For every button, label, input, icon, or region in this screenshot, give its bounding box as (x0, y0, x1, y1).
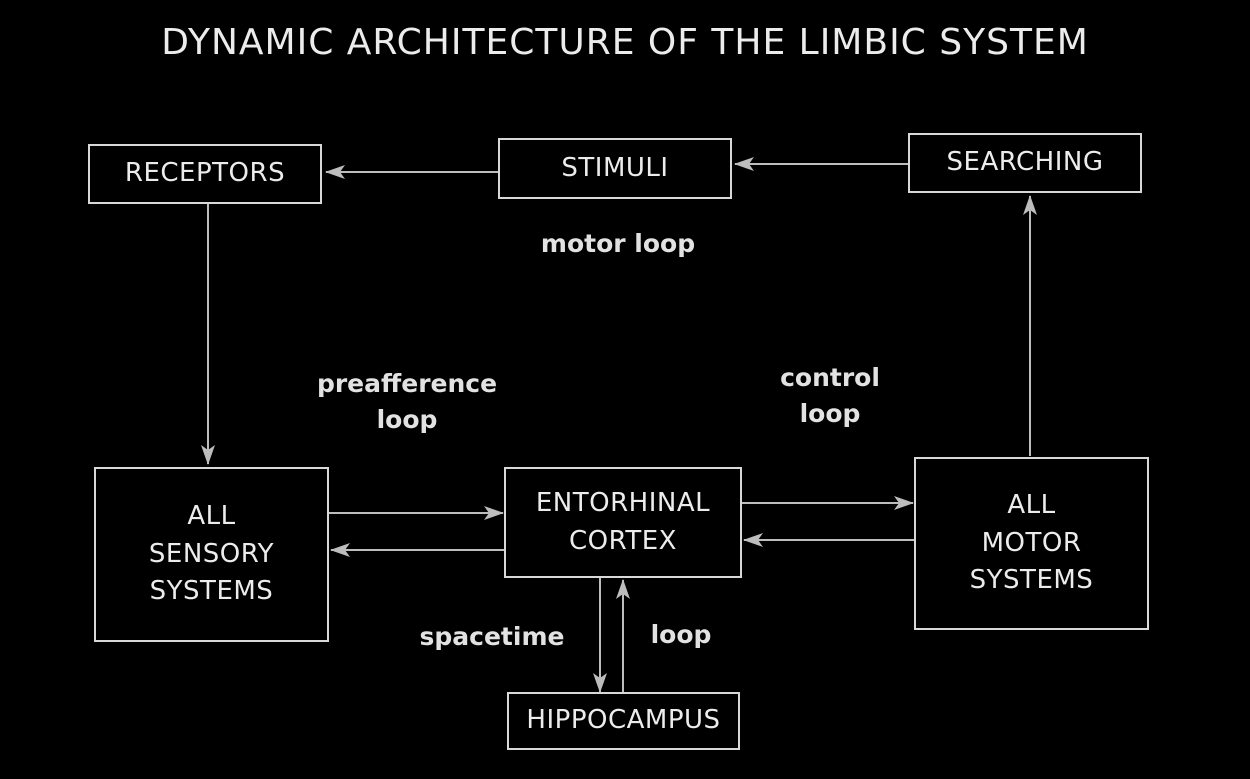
spacetime-loop-label: spacetime (419, 622, 565, 651)
control-loop-label: control loop (780, 363, 880, 429)
preafference-loop-label: preafference loop (316, 369, 498, 435)
receptors-box: RECEPTORS (88, 144, 322, 204)
searching-box: SEARCHING (908, 133, 1142, 193)
spacetime-loop-suffix-label: loop (650, 620, 712, 649)
stimuli-box: STIMULI (498, 138, 732, 199)
hippocampus-box: HIPPOCAMPUS (507, 692, 740, 750)
entorhinal-cortex-box: ENTORHINAL CORTEX (504, 467, 742, 578)
all-motor-systems-box: ALL MOTOR SYSTEMS (914, 457, 1149, 630)
motor-loop-label: motor loop (540, 229, 696, 258)
diagram-title: DYNAMIC ARCHITECTURE OF THE LIMBIC SYSTE… (161, 22, 1089, 63)
all-sensory-systems-box: ALL SENSORY SYSTEMS (94, 467, 329, 642)
